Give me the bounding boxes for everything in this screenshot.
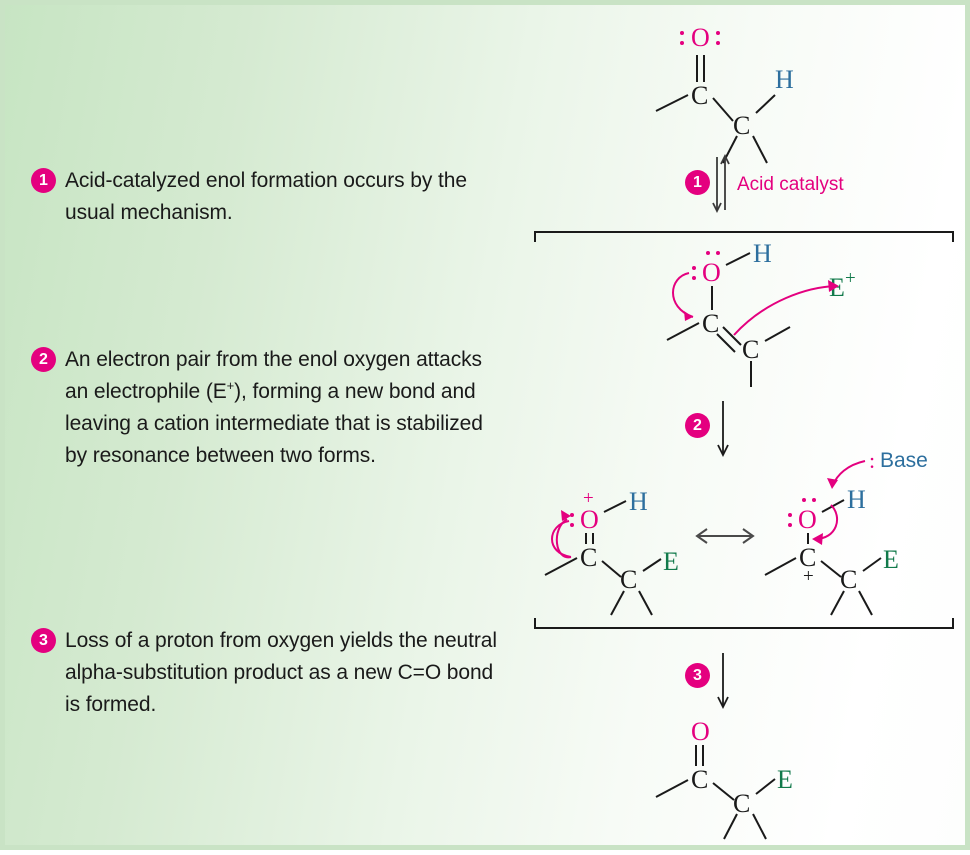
step-3-text: Loss of a proton from oxygen yields the … xyxy=(65,625,511,721)
atom-carbon-carbonyl: C xyxy=(691,81,709,110)
atom-oxygen-enol: O xyxy=(702,258,721,287)
step-3-number: 3 xyxy=(31,628,56,653)
scheme-step-1-marker: 1 xyxy=(685,170,710,195)
lone-pair-dot xyxy=(680,31,684,35)
base-lone-pair-colon: : xyxy=(869,448,876,473)
atom-oxygen-carbonyl: O xyxy=(691,717,710,746)
lone-pair-dot xyxy=(788,513,792,517)
bracket-bottom xyxy=(534,618,954,629)
lone-pair-dot xyxy=(788,523,792,527)
lone-pair-dot xyxy=(706,251,710,255)
atom-carbon-cation: C xyxy=(799,543,817,572)
oxygen-positive-charge: + xyxy=(583,488,594,509)
step-3-text-main: Loss of a proton from oxygen yields the … xyxy=(65,629,497,716)
step-2-text-sup: + xyxy=(226,378,235,393)
atom-hydrogen-hydroxyl: H xyxy=(753,239,772,268)
atom-carbon-carbonyl: C xyxy=(580,543,598,572)
step-2-number: 2 xyxy=(31,347,56,372)
step-2: 2 An electron pair from the enol oxygen … xyxy=(31,344,501,472)
step-1-text: Acid-catalyzed enol formation occurs by … xyxy=(65,165,501,229)
electrophile-charge: + xyxy=(845,268,856,289)
lone-pair-dot xyxy=(716,41,720,45)
acid-catalyst-label: Acid catalyst xyxy=(737,174,844,195)
step-1: 1 Acid-catalyzed enol formation occurs b… xyxy=(31,165,501,229)
scheme-step-3-marker: 3 xyxy=(685,663,710,688)
lone-pair-dot xyxy=(570,523,574,527)
atom-electrophile: E xyxy=(883,545,899,574)
step-1-number: 1 xyxy=(31,168,56,193)
atom-electrophile: E xyxy=(777,765,793,794)
atom-hydrogen-hydroxyl: H xyxy=(629,487,648,516)
steps-column: 1 Acid-catalyzed enol formation occurs b… xyxy=(5,5,525,845)
bond-co-double-a xyxy=(696,55,698,82)
lone-pair-dot xyxy=(680,41,684,45)
atom-electrophile: E xyxy=(829,273,845,302)
base-label: Base xyxy=(880,449,928,472)
scheme-step-2-marker: 2 xyxy=(685,413,710,438)
atom-oxygen-hydroxyl: O xyxy=(798,505,817,534)
lone-pair-dot xyxy=(802,498,806,502)
lone-pair-dot xyxy=(812,498,816,502)
atom-carbon-alpha: C xyxy=(620,565,638,594)
carbon-positive-charge: + xyxy=(803,566,814,587)
atom-carbon-enol-c1: C xyxy=(702,309,720,338)
lone-pair-dot xyxy=(692,276,696,280)
atom-hydrogen-alpha: H xyxy=(775,65,794,94)
atom-electrophile: E xyxy=(663,547,679,576)
atom-oxygen-carbonyl: O xyxy=(691,23,710,52)
atom-carbon-alpha: C xyxy=(733,789,751,818)
atom-carbon-alpha: C xyxy=(733,111,751,140)
atom-oxygen-protonated: O xyxy=(580,505,599,534)
step-2-text-tail: ), forming a new bond and leaving a cati… xyxy=(65,380,483,467)
step-2-text-main: An electron pair from the enol oxygen at… xyxy=(65,348,482,403)
atom-carbon-carbonyl: C xyxy=(691,765,709,794)
atom-carbon-enol-c2: C xyxy=(742,335,760,364)
lone-pair-dot xyxy=(570,513,574,517)
bracket-top xyxy=(534,231,954,242)
lone-pair-dot xyxy=(692,266,696,270)
atom-carbon-alpha: C xyxy=(840,565,858,594)
reaction-scheme: O C C H xyxy=(525,5,970,855)
lone-pair-dot xyxy=(716,251,720,255)
bond-co-double-b xyxy=(703,55,705,82)
atom-hydrogen-hydroxyl: H xyxy=(847,485,866,514)
lone-pair-dot xyxy=(716,31,720,35)
step-2-text: An electron pair from the enol oxygen at… xyxy=(65,344,501,472)
step-3: 3 Loss of a proton from oxygen yields th… xyxy=(31,625,511,721)
step-1-text-main: Acid-catalyzed enol formation occurs by … xyxy=(65,169,467,224)
